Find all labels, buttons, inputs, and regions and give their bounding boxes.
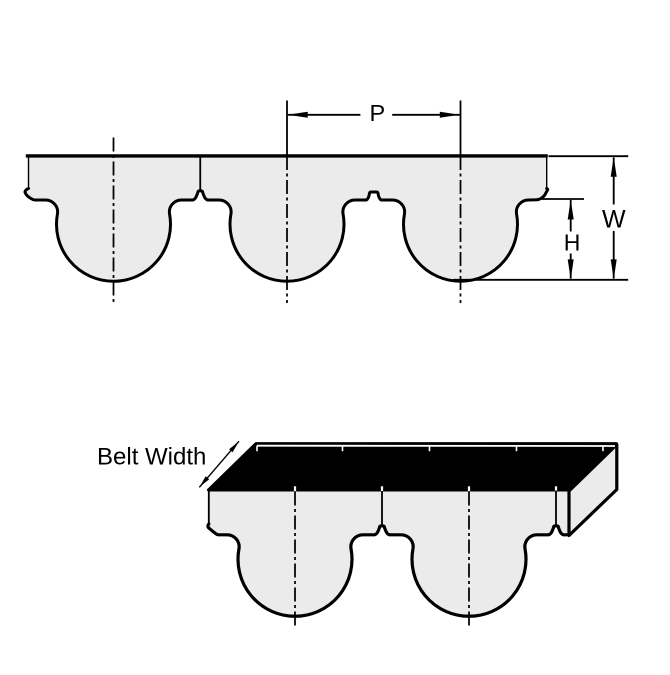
svg-text:H: H [564,230,581,256]
svg-text:W: W [602,206,626,234]
svg-text:P: P [369,100,385,126]
svg-text:Belt Width: Belt Width [97,443,206,470]
